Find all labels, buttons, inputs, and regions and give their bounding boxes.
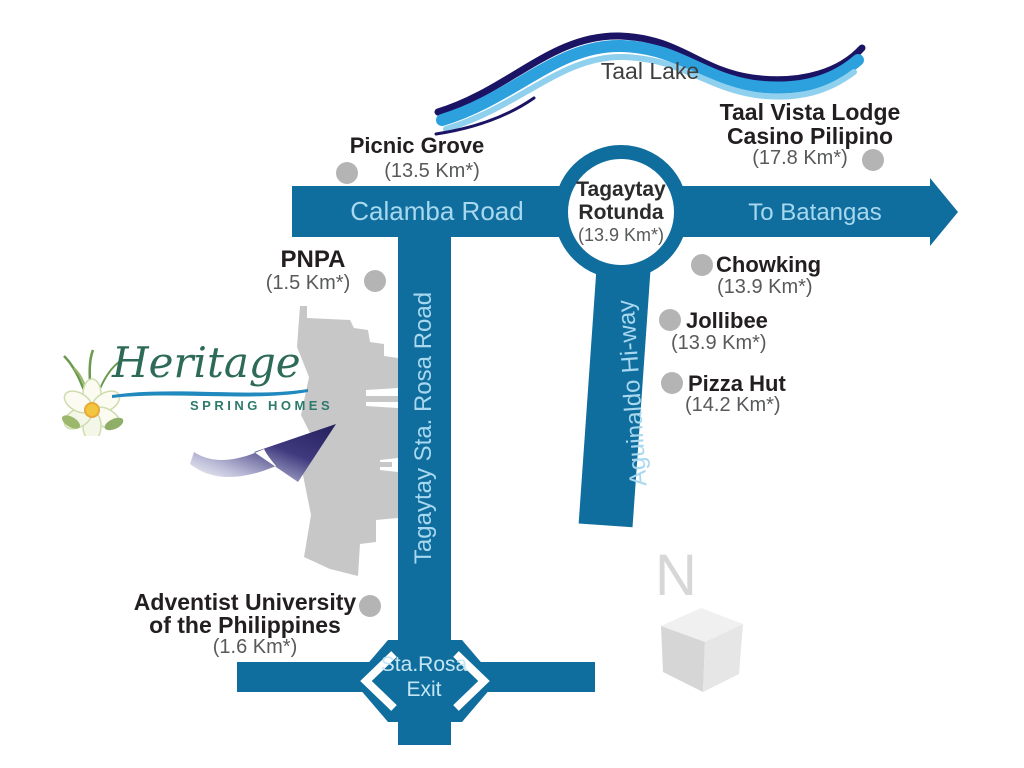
sta-rosa-exit-line2: Exit [406,678,442,701]
calamba-road [292,186,582,237]
picnic-grove-distance: (13.5 Km*) [384,160,480,182]
taal-vista-lodge-marker [862,149,884,171]
sta-rosa-exit-label: Sta.Rosa Exit [354,652,494,702]
tagaytay-sta-rosa-road-label: Tagaytay Sta. Rosa Road [410,291,437,565]
rotunda-name-line2: Rotunda [578,201,664,224]
taal-vista-lodge-distance: (17.8 Km*) [752,147,848,169]
adventist-university-marker [359,595,381,617]
to-batangas-road [660,186,932,237]
pnpa-name: PNPA [280,246,346,273]
adventist-university-distance: (1.6 Km*) [212,636,298,658]
adventist-university-name: Adventist University [133,589,357,615]
logo-swoosh-icon [112,389,308,398]
picnic-grove-name: Picnic Grove [349,133,485,158]
taal-lake-wave-icon [434,32,866,136]
location-arrow-icon [190,424,336,482]
chowking-name: Chowking [716,252,822,277]
compass-cube-icon [661,608,743,692]
adventist-university-name2: of the Philippines [149,612,341,638]
compass-north-label: N [655,543,697,608]
pizza-hut-name: Pizza Hut [688,371,786,396]
pnpa-distance: (1.5 Km*) [265,272,351,294]
picnic-grove-marker [336,162,358,184]
jollibee-distance: (13.9 Km*) [671,332,767,354]
jollibee-marker [659,309,681,331]
logo-spring-homes-text: SPRING HOMES [190,398,334,413]
chowking-distance: (13.9 Km*) [717,276,813,298]
sta-rosa-exit-interchange-icon [353,640,497,722]
pizza-hut-distance: (14.2 Km*) [685,394,781,416]
sta-rosa-exit-line1: Sta.Rosa [380,653,468,676]
calamba-road-label: Calamba Road [350,196,524,226]
to-batangas-label: To Batangas [748,199,882,226]
logo-heritage-text: Heritage [112,338,301,387]
chowking-marker [691,254,713,276]
pizza-hut-marker [661,372,683,394]
casino-pilipino-name: Casino Pilipino [726,123,894,149]
jollibee-name: Jollibee [686,308,768,333]
rotunda-name-line1: Tagaytay [576,178,666,201]
rotunda-distance: (13.9 Km*) [577,225,665,245]
pnpa-marker [364,270,386,292]
taal-lake-label: Taal Lake [600,58,700,84]
to-batangas-arrowhead-icon [930,178,958,246]
flower-icon [61,349,124,436]
taal-vista-lodge-name: Taal Vista Lodge [719,99,901,125]
